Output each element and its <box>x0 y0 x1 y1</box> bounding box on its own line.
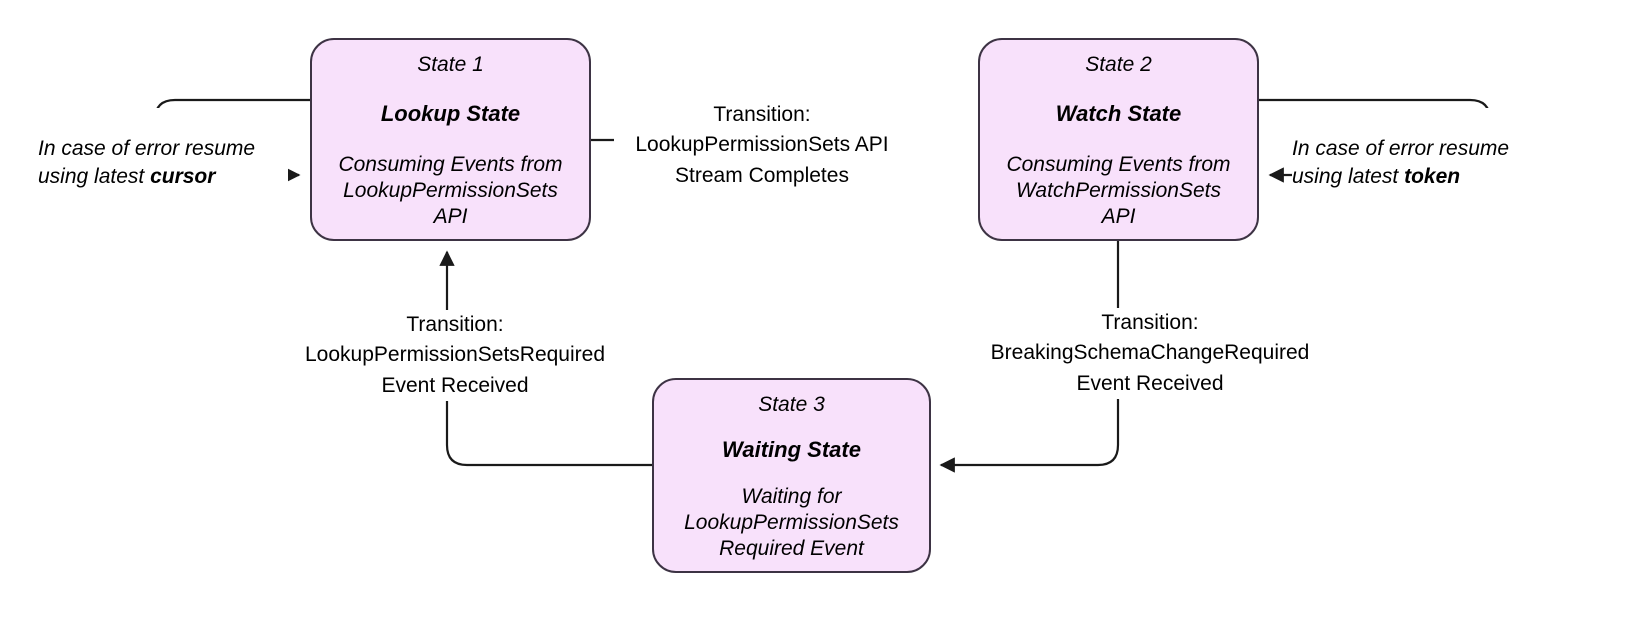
state-index-label: State 1 <box>417 53 484 76</box>
transition-label-state3-state1: Transition: LookupPermissionSetsRequired… <box>278 310 632 402</box>
note-cursor-text: In case of error resume using latest <box>38 137 256 188</box>
transition-label-state1-state2: Transition: LookupPermissionSets API Str… <box>614 100 910 192</box>
state-title: Lookup State <box>380 101 521 127</box>
state-title: Watch State <box>1055 101 1182 127</box>
transition-label-state2-state3: Transition: BreakingSchemaChangeRequired… <box>950 308 1350 400</box>
state-index-label: State 2 <box>1085 53 1152 76</box>
edge-state2-to-state3 <box>939 241 1120 473</box>
note-label-cursor: In case of error resume using latest cur… <box>38 108 288 190</box>
note-token-emphasis: token <box>1404 164 1461 188</box>
state-title: Waiting State <box>722 437 861 463</box>
edge-state3-to-state1 <box>439 250 652 467</box>
state-description: Consuming Events from WatchPermissionSet… <box>1006 152 1231 229</box>
state-description: Waiting for LookupPermissionSets Require… <box>684 484 899 561</box>
note-label-token: In case of error resume using latest tok… <box>1292 108 1542 190</box>
state-node-lookup-state[interactable]: State 1 Lookup State Consuming Events fr… <box>310 38 591 241</box>
state-node-watch-state[interactable]: State 2 Watch State Consuming Events fro… <box>978 38 1259 241</box>
state-node-waiting-state[interactable]: State 3 Waiting State Waiting for Lookup… <box>652 378 931 573</box>
note-cursor-emphasis: cursor <box>150 164 216 188</box>
state-description: Consuming Events from LookupPermissionSe… <box>338 152 563 229</box>
note-token-text: In case of error resume using latest <box>1292 137 1510 188</box>
state-index-label: State 3 <box>758 393 825 416</box>
